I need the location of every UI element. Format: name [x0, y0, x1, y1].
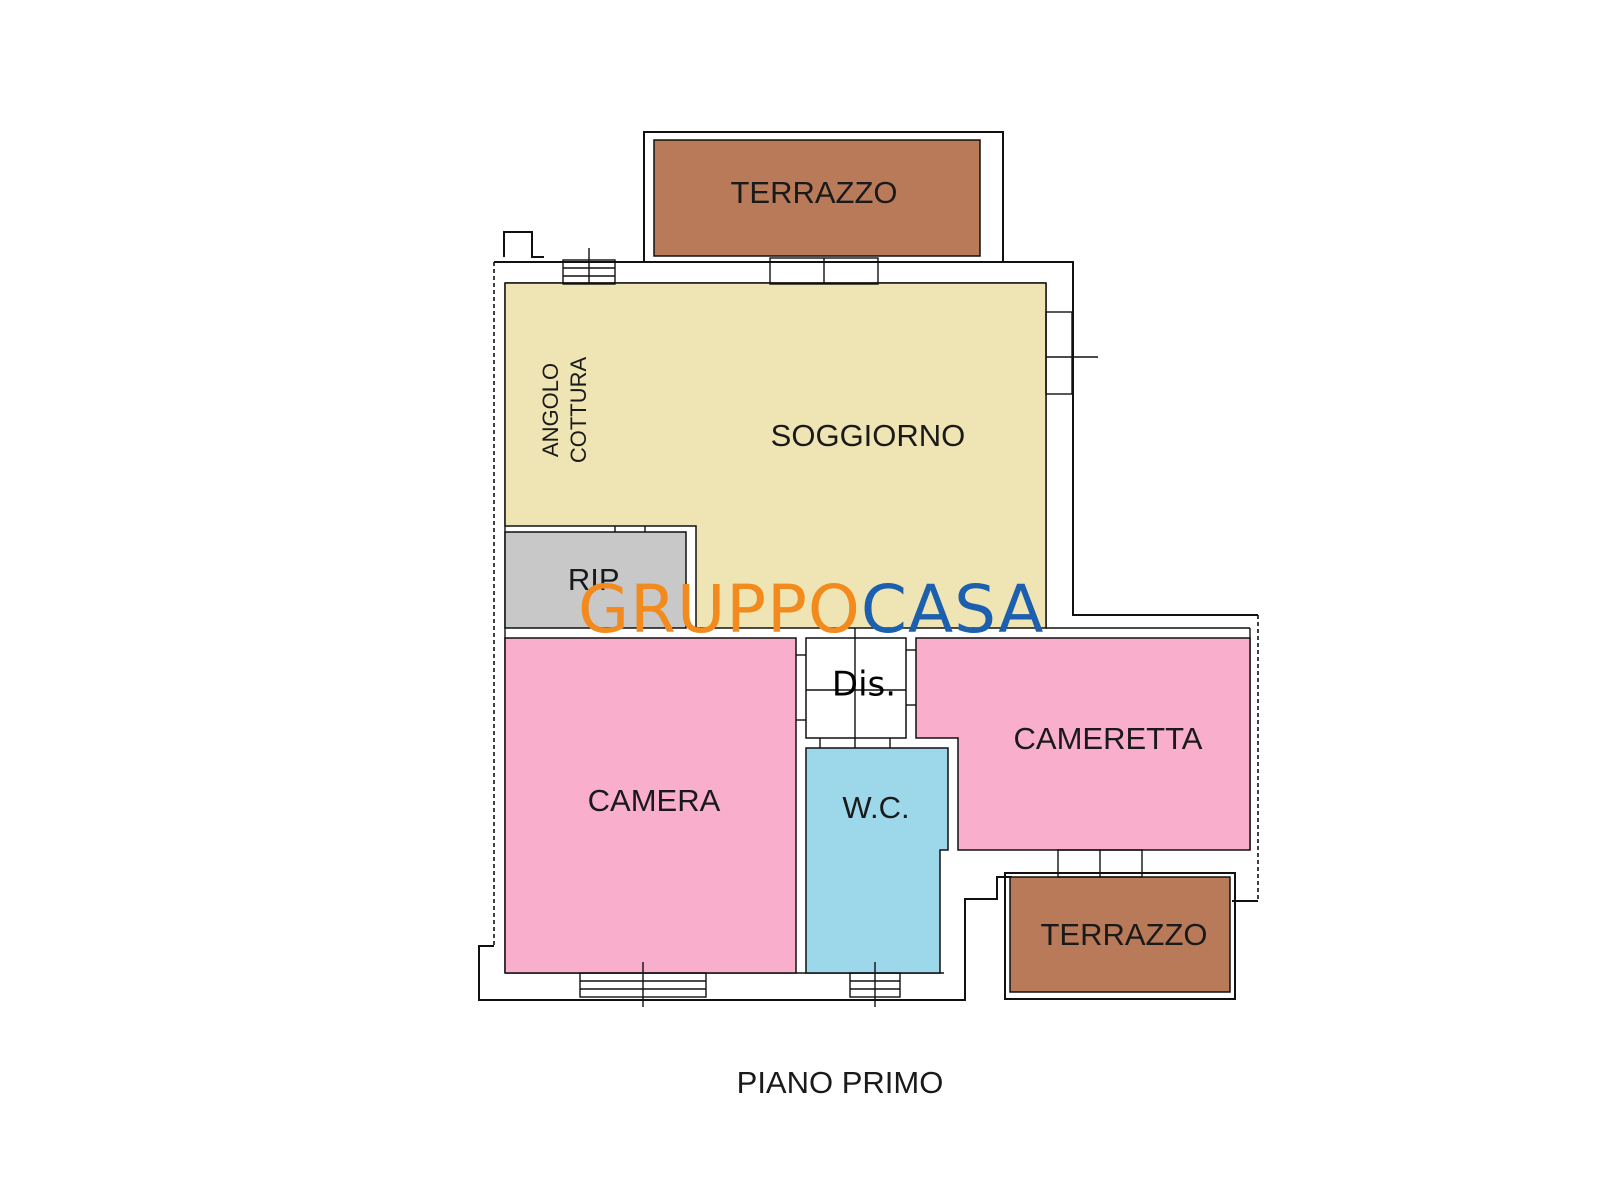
label-ripostiglio: RIP. [568, 562, 624, 597]
label-camera: CAMERA [588, 783, 721, 818]
watermark-part2: CASA [861, 571, 1045, 648]
room-camera [504, 637, 797, 974]
room-cameretta [915, 637, 1251, 851]
windows [562, 248, 1143, 1007]
label-disimpegno: Dis. [832, 665, 896, 705]
room-ripostiglio [504, 531, 687, 629]
watermark-logo: GRUPPOCASA [578, 571, 1044, 648]
room-disimpegno [805, 637, 907, 739]
room-wc [805, 747, 949, 974]
label-terrazzo-bottom: TERRAZZO [1040, 917, 1207, 952]
label-terrazzo-top: TERRAZZO [730, 175, 897, 210]
label-cottura: COTTURA [566, 357, 591, 464]
room-terrazzo-top [653, 139, 981, 257]
label-cameretta: CAMERETTA [1014, 721, 1203, 756]
watermark-part1: GRUPPO [578, 571, 861, 648]
label-angolo: ANGOLO [538, 363, 563, 457]
label-wc: W.C. [842, 790, 909, 825]
rooms [504, 139, 1251, 1000]
room-soggiorno [504, 282, 1047, 629]
room-terrazzo-bottom [1009, 876, 1231, 993]
floor-label: PIANO PRIMO [737, 1065, 944, 1100]
label-soggiorno: SOGGIORNO [771, 418, 966, 453]
